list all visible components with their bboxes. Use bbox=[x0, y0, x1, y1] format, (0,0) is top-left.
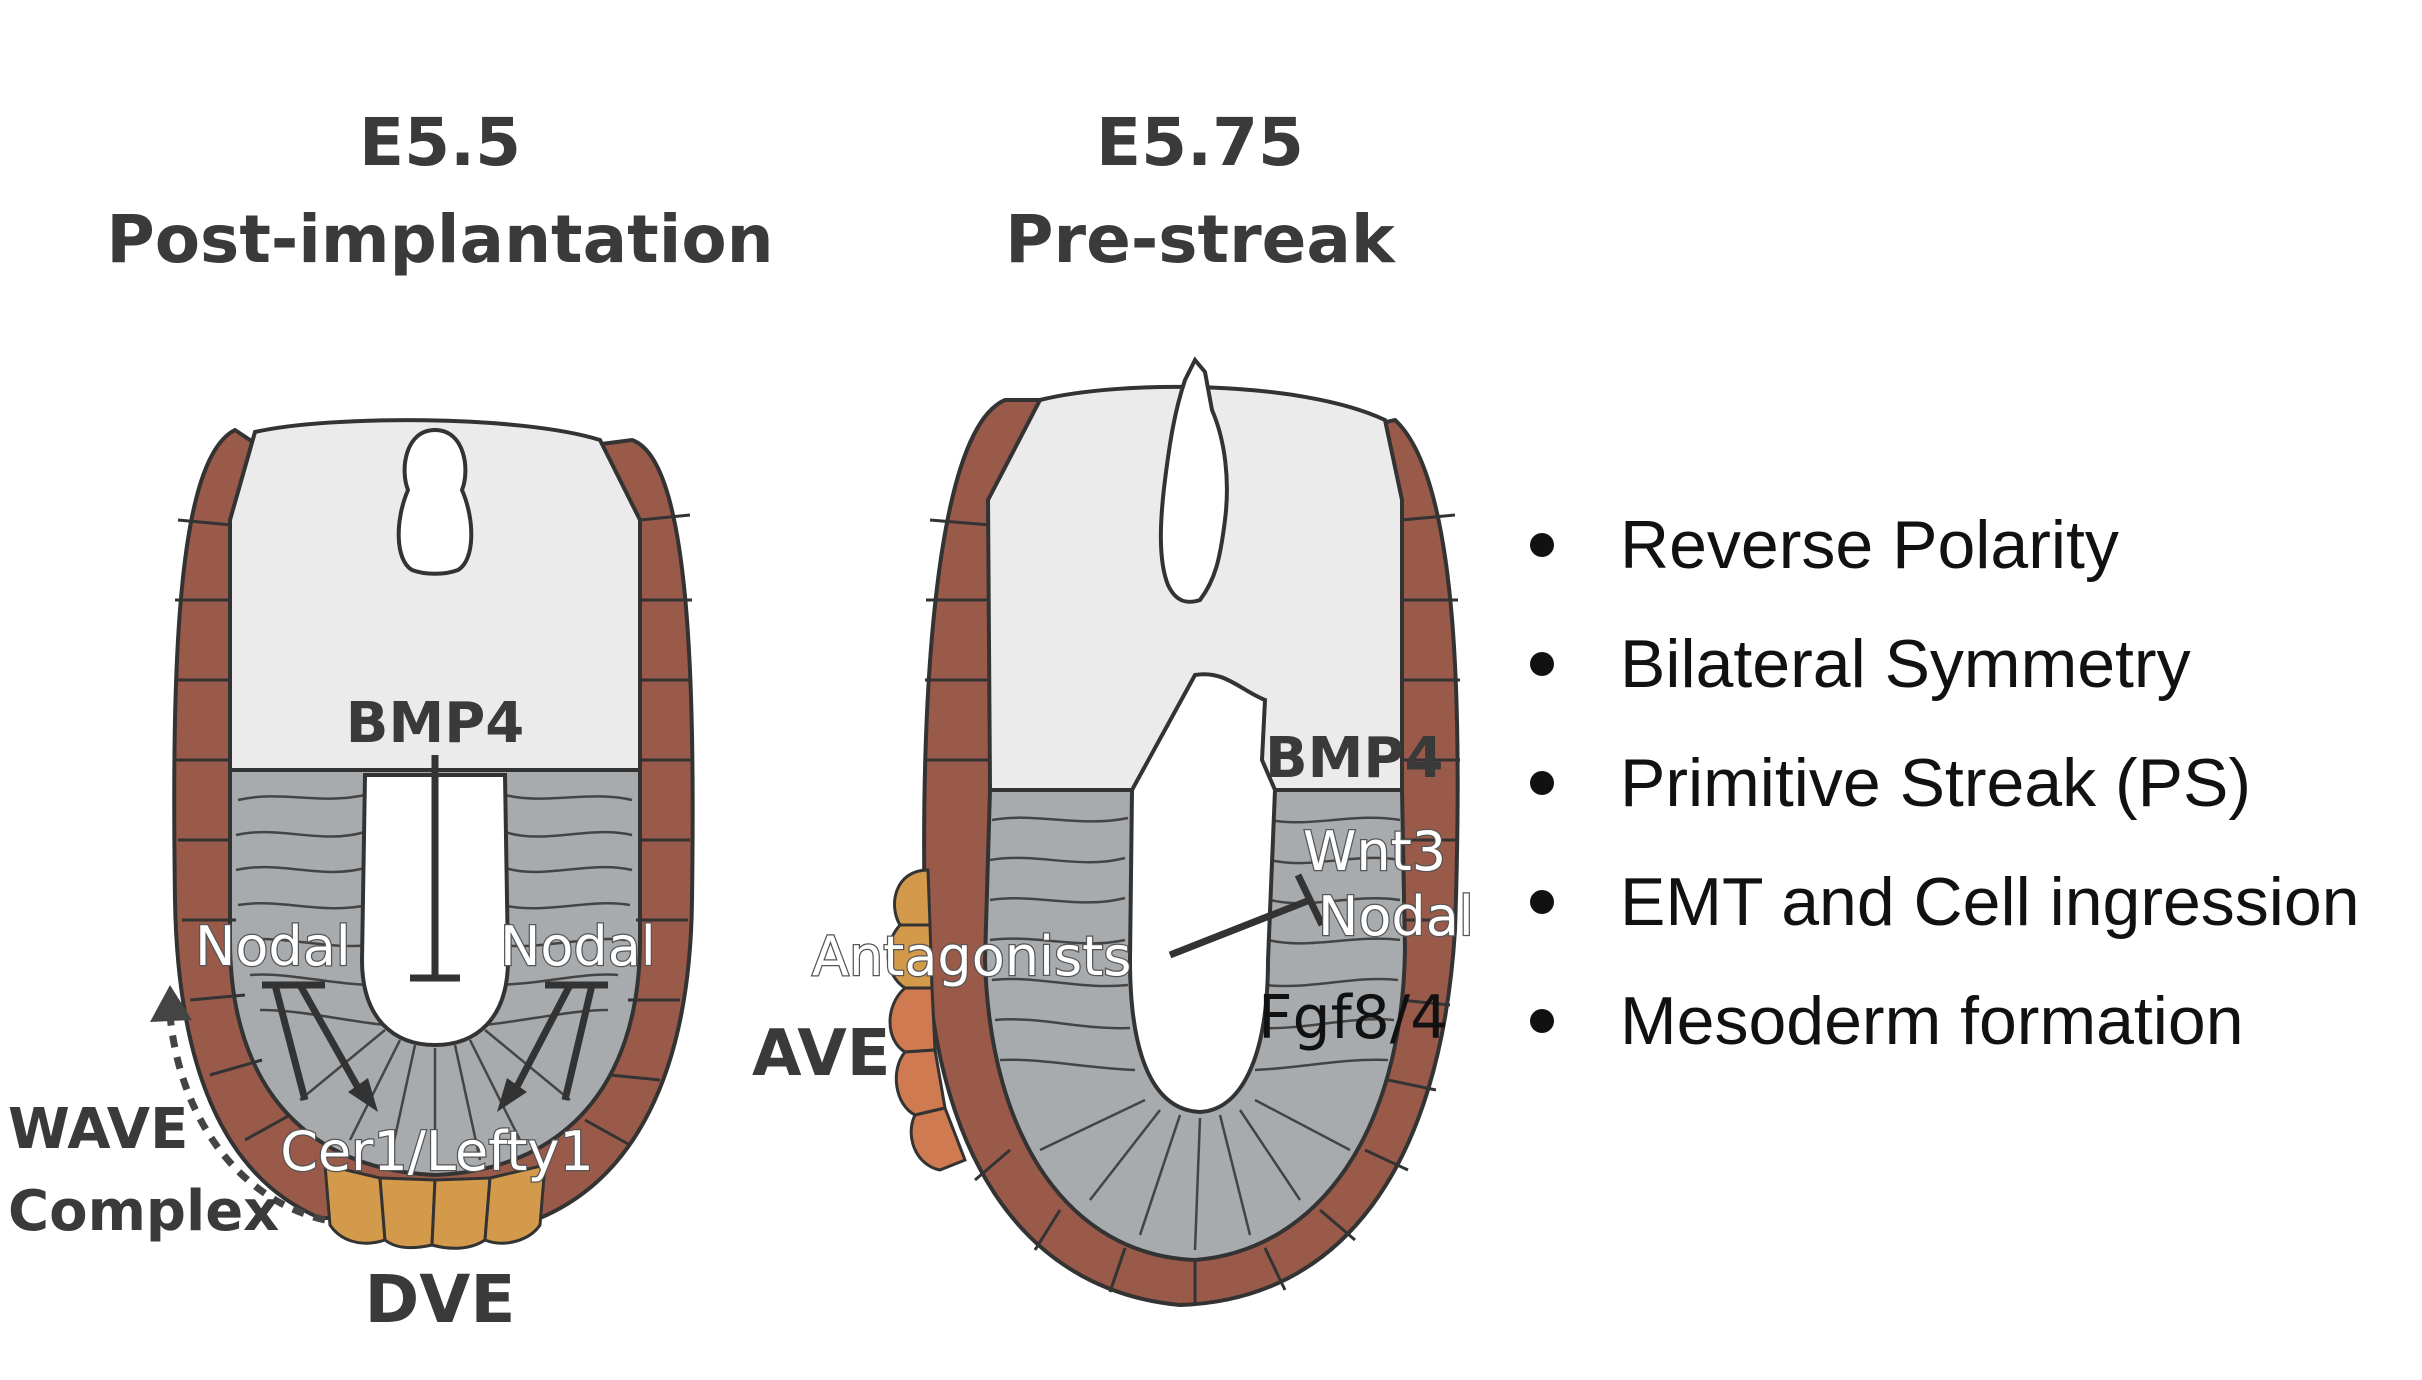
bullet-text: Reverse Polarity bbox=[1620, 507, 2119, 583]
nodal-left-label: Nodal bbox=[195, 915, 351, 978]
ve-cell-lines-e5-75 bbox=[925, 513, 1460, 1305]
antagonists-inhibition-arrow bbox=[1168, 873, 1326, 959]
bullet-dot bbox=[1530, 890, 1554, 914]
extraembryonic-ectoderm-e5-5 bbox=[228, 418, 642, 772]
nodal-label-e5-75: Nodal bbox=[1318, 885, 1474, 948]
ectoplacental-cavity-e5-75 bbox=[1158, 356, 1229, 604]
antagonists-label: Antagonists bbox=[812, 925, 1131, 988]
bullet-item: Reverse Polarity bbox=[1515, 505, 2360, 624]
bmp4-inhibition-arrow-e5-5 bbox=[410, 755, 460, 982]
wave-label: WAVE bbox=[8, 1097, 188, 1162]
complex-label: Complex bbox=[8, 1179, 279, 1244]
ave-cells bbox=[886, 868, 967, 1172]
bullet-item: Mesoderm formation bbox=[1515, 981, 2360, 1100]
ectoplacental-cavity-e5-5 bbox=[396, 427, 474, 576]
dve-label: DVE bbox=[365, 1261, 516, 1338]
bullet-text: EMT and Cell ingression bbox=[1620, 864, 2360, 940]
panel-2-stage: E5.75 bbox=[1096, 104, 1304, 181]
panel-e5-75: E5.75 Pre-streak bbox=[752, 104, 1475, 1308]
panel-e5-5: E5.5 Post-implantation bbox=[8, 104, 774, 1338]
feature-bullet-list: Reverse Polarity Bilateral Symmetry Prim… bbox=[1515, 505, 2360, 1100]
bullet-dot bbox=[1530, 533, 1554, 557]
bmp4-label-e5-5: BMP4 bbox=[346, 691, 524, 756]
bullet-item: Bilateral Symmetry bbox=[1515, 624, 2360, 743]
bmp4-label-e5-75: BMP4 bbox=[1265, 726, 1443, 791]
wave-arrowhead bbox=[150, 985, 192, 1022]
bullet-dot bbox=[1530, 771, 1554, 795]
ve-cell-lines-e5-5 bbox=[175, 513, 692, 1147]
wnt3-label: Wnt3 bbox=[1303, 820, 1446, 883]
bullet-dot bbox=[1530, 652, 1554, 676]
bullet-dot bbox=[1530, 1009, 1554, 1033]
bullet-text: Bilateral Symmetry bbox=[1620, 626, 2191, 702]
dve-cells bbox=[323, 1163, 547, 1250]
cer1-lefty1-label: Cer1/Lefty1 bbox=[280, 1120, 594, 1183]
ave-label: AVE bbox=[752, 1017, 890, 1091]
arrowheads-e5-5 bbox=[348, 1078, 527, 1112]
bullet-text: Mesoderm formation bbox=[1620, 983, 2244, 1059]
panel-1-subtitle: Post-implantation bbox=[106, 201, 773, 278]
nodal-arrows-e5-5 bbox=[262, 981, 608, 1102]
fgf8-4-label: Fgf8/4 bbox=[1258, 983, 1448, 1053]
panel-2-subtitle: Pre-streak bbox=[1005, 201, 1397, 278]
bullet-item: EMT and Cell ingression bbox=[1515, 862, 2360, 981]
bullet-item: Primitive Streak (PS) bbox=[1515, 743, 2360, 862]
wave-migration-arrow bbox=[166, 1014, 326, 1224]
nodal-right-label: Nodal bbox=[500, 915, 656, 978]
proamniotic-cavity-e5-75 bbox=[1127, 672, 1278, 1115]
epiblast-cell-lines-e5-75 bbox=[989, 816, 1401, 1251]
bullet-text: Primitive Streak (PS) bbox=[1620, 745, 2251, 821]
panel-1-stage: E5.5 bbox=[359, 104, 521, 181]
